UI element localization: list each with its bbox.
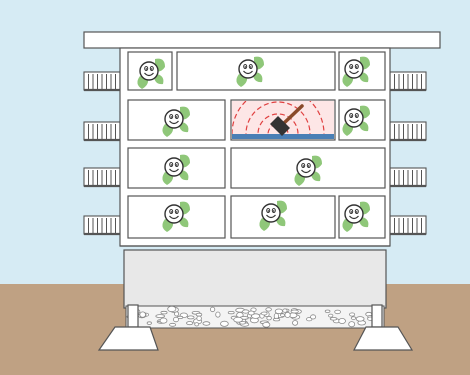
footing-left: [97, 304, 159, 351]
roof-slab: [83, 31, 441, 49]
balcony-railing-icon: [389, 121, 427, 142]
smiley-resident-icon: [236, 56, 264, 87]
balcony-railing-icon: [389, 71, 427, 92]
smiley-resident-icon: [259, 200, 287, 231]
gravel-foundation-icon: [125, 305, 385, 329]
hammer-icon: [270, 104, 304, 136]
balcony-railing-icon: [83, 121, 121, 142]
residents: [137, 56, 370, 232]
footing-right: [353, 304, 414, 351]
balcony-railing-icon: [83, 167, 121, 188]
smiley-resident-icon: [342, 105, 370, 136]
smiley-resident-icon: [162, 201, 190, 232]
smiley-resident-icon: [162, 106, 190, 137]
impact-room: [232, 101, 334, 139]
floor-slab-impact: [232, 134, 334, 139]
balcony-railing-icon: [389, 215, 427, 236]
smiley-resident-icon: [294, 155, 322, 186]
smiley-resident-icon: [342, 201, 370, 232]
smiley-resident-icon: [137, 58, 165, 89]
smiley-resident-icon: [162, 154, 190, 185]
balcony-railing-icon: [389, 167, 427, 188]
balconies: [83, 71, 427, 236]
balcony-railing-icon: [83, 215, 121, 236]
basement: [123, 249, 387, 309]
smiley-resident-icon: [342, 56, 370, 87]
balcony-railing-icon: [83, 71, 121, 92]
